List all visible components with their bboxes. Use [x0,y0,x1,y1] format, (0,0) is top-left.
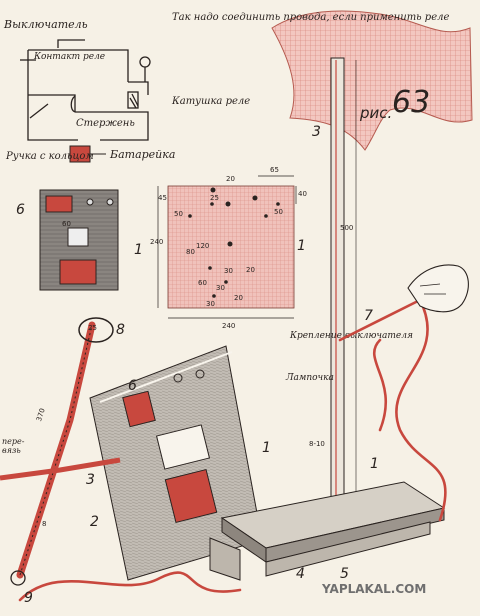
dim-40: 40 [298,190,307,198]
dim-30c: 30 [206,300,215,308]
wire-cord [18,298,447,602]
note-label: Так надо соединить провода, если примени… [172,12,449,23]
loop-handle [0,317,121,586]
callout-1-rod: 1 [370,456,379,472]
ring-handle-label: Ручка с кольцом [5,151,94,162]
dim-20: 20 [226,175,235,183]
callout-1-tilted: 1 [262,440,271,456]
dim-240-width: 240 [222,322,235,330]
callout-4: 4 [296,566,305,582]
switch-mount-label: Крепление выключателя [289,331,413,341]
wiring-schematic [20,39,151,141]
relay-contact-label: Контакт реле [33,52,105,62]
callout-7: 7 [364,308,373,324]
callout-6-tilted: 6 [128,378,137,394]
relay-coil-label: Катушка реле [171,96,250,107]
dim-50-left: 50 [174,210,183,218]
dim-60b: 60 [198,279,207,287]
dim-80: 80 [186,248,195,256]
watermark: YAPLAKAL.COM [321,582,426,596]
figure-prefix: рис. [359,104,392,122]
callout-3-loop: 3 [86,472,95,488]
dim-20b: 20 [246,266,255,274]
loop-dim-8: 8 [42,520,46,528]
dim-30a: 30 [224,267,233,275]
figure-flag: рис. 63 [271,10,473,151]
rod-diameter-dim: 8-10 [309,440,325,448]
battery-label: Батарейка [109,148,175,161]
vertical-rod [330,57,357,499]
figure-number: 63 [392,85,430,120]
base-platform [209,481,446,581]
switch-label: Выключатель [3,18,88,31]
callout-5: 5 [340,566,349,582]
dim-65: 65 [270,166,279,174]
callout-2: 2 [90,514,99,530]
rod-label: Стержень [76,118,135,129]
dim-45: 45 [158,194,167,202]
loop-dim-25: 25 [88,324,97,332]
dim-20c: 20 [234,294,243,302]
callout-1-grid: 1 [297,238,306,254]
dim-50-right: 50 [274,208,283,216]
tilted-panel [89,345,263,581]
rod-height-dim: 500 [340,224,353,232]
dim-25: 25 [210,194,219,202]
cut-label: пере-вязь [2,437,25,455]
schematic-battery [69,145,106,163]
grid-board [157,175,297,319]
callout-9: 9 [24,590,33,606]
callout-6-small: 6 [16,202,25,218]
dim-240-height: 240 [150,238,163,246]
panel-small-dim-60: 60 [62,220,71,228]
callout-3-top: 3 [312,124,321,140]
dim-30b: 30 [216,284,225,292]
dim-120: 120 [196,242,209,250]
callout-8: 8 [116,322,125,338]
callout-1-small: 1 [134,242,143,258]
front-panel-small [39,189,119,291]
loop-length-dim: 370 [35,407,47,422]
callouts: 3 6 1 1 7 8 6 1 3 2 1 4 5 9 [16,124,379,606]
lamp-label: Лампочка [285,373,334,383]
hand-drawing [407,264,469,313]
